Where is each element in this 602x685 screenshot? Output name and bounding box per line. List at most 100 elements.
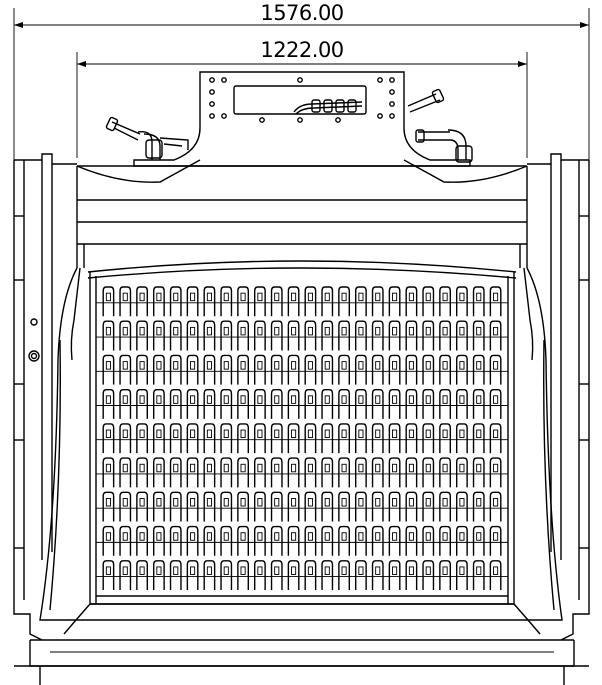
tooth-slot xyxy=(307,292,313,302)
tooth-slot xyxy=(459,532,465,541)
screen-tooth xyxy=(102,457,115,488)
tooth-slot xyxy=(274,463,280,473)
screen-tooth xyxy=(287,491,300,522)
tooth-slot xyxy=(341,361,347,370)
tooth-slot xyxy=(190,566,196,575)
screen-tooth xyxy=(354,320,367,351)
tooth-slot xyxy=(206,326,212,336)
screen-tooth xyxy=(270,525,283,556)
screen-tooth xyxy=(186,560,199,590)
tooth-slot xyxy=(392,498,398,507)
screen-tooth xyxy=(321,423,334,454)
tooth-slot xyxy=(324,498,330,507)
tooth-slot xyxy=(408,395,414,404)
tooth-slot xyxy=(257,566,263,575)
screen-tooth xyxy=(338,354,351,385)
screen-tooth xyxy=(422,560,435,590)
tooth-slot xyxy=(173,292,179,302)
tooth-slot xyxy=(493,361,499,370)
tooth-slot xyxy=(392,326,398,336)
screen-tooth xyxy=(270,560,283,590)
tooth-slot xyxy=(425,429,431,439)
tooth-slot xyxy=(122,361,128,370)
screen-tooth xyxy=(220,525,233,556)
screen-tooth xyxy=(287,525,300,556)
tooth-slot xyxy=(105,429,111,439)
screen-tooth xyxy=(136,560,149,590)
tooth-slot xyxy=(358,361,364,370)
tooth-slot xyxy=(291,463,297,473)
screen-tooth xyxy=(270,354,283,385)
tooth-slot xyxy=(257,292,263,302)
tooth-slot xyxy=(493,498,499,507)
tooth-slot xyxy=(459,326,465,336)
tooth-slot xyxy=(139,292,145,302)
screen-tooth xyxy=(102,423,115,454)
screen-tooth xyxy=(321,320,334,351)
screen-tooth xyxy=(472,388,485,419)
tooth-slot xyxy=(190,498,196,507)
tooth-slot xyxy=(442,326,448,336)
tooth-slot xyxy=(392,395,398,404)
tooth-slot xyxy=(425,532,431,541)
screen-tooth xyxy=(371,560,384,590)
screen-tooth xyxy=(203,560,216,590)
tooth-slot xyxy=(122,292,128,302)
bucket-body xyxy=(76,159,528,268)
tooth-slot xyxy=(324,566,330,575)
screen-tooth xyxy=(388,286,401,317)
screen-tooth xyxy=(422,457,435,488)
tooth-slot xyxy=(240,566,246,575)
right-side-plate xyxy=(523,153,590,641)
screen-tooth xyxy=(270,457,283,488)
screen-tooth xyxy=(304,286,317,317)
tooth-slot xyxy=(324,361,330,370)
tooth-slot xyxy=(190,326,196,336)
screen-tooth xyxy=(152,525,165,556)
tooth-slot xyxy=(375,463,381,473)
screen-tooth xyxy=(388,491,401,522)
screen-tooth xyxy=(237,388,250,419)
tooth-slot xyxy=(476,532,482,541)
tooth-slot xyxy=(257,361,263,370)
tooth-slot xyxy=(105,463,111,473)
screen-tooth xyxy=(287,457,300,488)
screen-tooth xyxy=(304,320,317,351)
tooth-slot xyxy=(408,498,414,507)
tooth-slot xyxy=(156,326,162,336)
tooth-slot xyxy=(358,429,364,439)
screen-tooth xyxy=(472,286,485,317)
tooth-slot xyxy=(442,566,448,575)
screen-tooth xyxy=(338,388,351,419)
tooth-slot xyxy=(105,326,111,336)
tooth-slot xyxy=(206,429,212,439)
screen-tooth xyxy=(186,286,199,317)
tooth-slot xyxy=(156,498,162,507)
tooth-slot xyxy=(139,463,145,473)
tooth-slot xyxy=(190,429,196,439)
screen-tooth xyxy=(203,423,216,454)
tooth-slot xyxy=(291,429,297,439)
screen-tooth xyxy=(371,423,384,454)
screen-tooth xyxy=(119,491,132,522)
hydraulic-fitting-right-upper xyxy=(407,88,445,113)
tooth-slot xyxy=(358,395,364,404)
tooth-slot xyxy=(341,498,347,507)
tooth-slot xyxy=(392,361,398,370)
screen-tooth xyxy=(237,525,250,556)
screen-tooth xyxy=(220,354,233,385)
tooth-slot xyxy=(105,566,111,575)
screen-tooth xyxy=(472,320,485,351)
tooth-slot xyxy=(408,463,414,473)
screen-tooth xyxy=(455,525,468,556)
tooth-slot xyxy=(274,326,280,336)
screen-tooth xyxy=(253,423,266,454)
screen-tooth xyxy=(220,423,233,454)
tooth-slot xyxy=(206,463,212,473)
tooth-slot xyxy=(307,395,313,404)
screen-tooth xyxy=(489,354,502,385)
screen-tooth xyxy=(287,354,300,385)
tooth-slot xyxy=(476,361,482,370)
tooth-slot xyxy=(442,429,448,439)
screen-tooth xyxy=(354,423,367,454)
